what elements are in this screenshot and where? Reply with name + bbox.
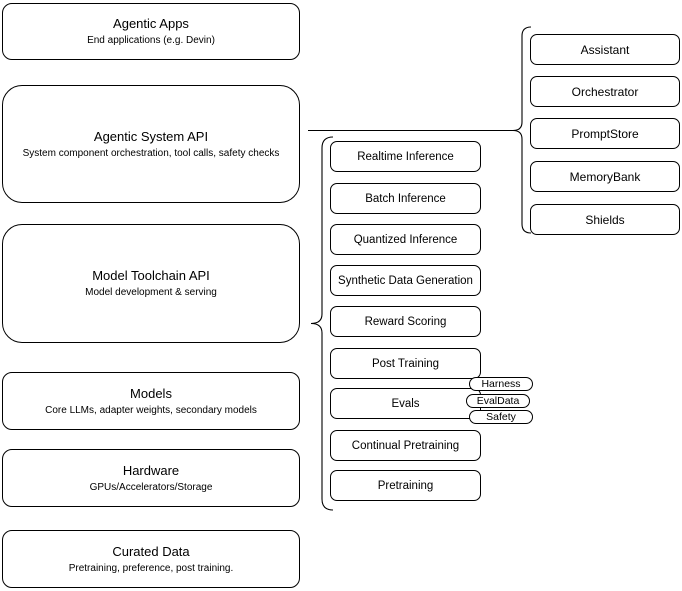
node-label: Evals	[391, 397, 420, 410]
node-shields: Shields	[530, 204, 680, 235]
node-title: Model Toolchain API	[92, 268, 210, 283]
system-components-curly-brace	[512, 26, 532, 234]
node-label: Synthetic Data Generation	[338, 274, 473, 287]
pill-evaldata: EvalData	[466, 394, 530, 408]
node-label: Shields	[585, 212, 625, 227]
node-model-toolchain-api: Model Toolchain API Model development & …	[2, 224, 300, 343]
node-label: PromptStore	[571, 126, 639, 141]
node-label: Assistant	[580, 42, 630, 57]
node-subtitle: GPUs/Accelerators/Storage	[89, 481, 213, 493]
node-assistant: Assistant	[530, 34, 680, 65]
node-realtime-inference: Realtime Inference	[330, 141, 481, 172]
node-title: Agentic System API	[93, 128, 209, 144]
pill-harness: Harness	[469, 377, 533, 391]
node-subtitle: Pretraining, preference, post training.	[68, 562, 234, 574]
node-subtitle: System component orchestration, tool cal…	[22, 147, 280, 159]
node-subtitle: Core LLMs, adapter weights, secondary mo…	[45, 404, 257, 416]
node-hardware: Hardware GPUs/Accelerators/Storage	[2, 449, 300, 507]
node-quantized-inference: Quantized Inference	[330, 224, 481, 255]
node-curated-data: Curated Data Pretraining, preference, po…	[2, 530, 300, 588]
node-subtitle: Model development & serving	[85, 287, 217, 298]
pill-label: EvalData	[476, 394, 520, 407]
node-agentic-apps: Agentic Apps End applications (e.g. Devi…	[2, 3, 300, 60]
node-label: Orchestrator	[571, 84, 639, 99]
node-orchestrator: Orchestrator	[530, 76, 680, 107]
node-reward-scoring: Reward Scoring	[330, 306, 481, 337]
node-evals: Evals	[330, 388, 481, 419]
node-title: Agentic Apps	[113, 16, 189, 31]
node-label: Post Training	[371, 357, 440, 370]
node-agentic-system-api: Agentic System API System component orch…	[2, 85, 300, 203]
node-subtitle: End applications (e.g. Devin)	[87, 35, 215, 46]
pill-safety: Safety	[469, 410, 533, 424]
node-pretraining: Pretraining	[330, 470, 481, 501]
node-title: Hardware	[122, 462, 180, 478]
node-models: Models Core LLMs, adapter weights, secon…	[2, 372, 300, 430]
node-label: Batch Inference	[365, 192, 446, 205]
node-promptstore: PromptStore	[530, 118, 680, 149]
node-title: Curated Data	[112, 543, 190, 559]
node-batch-inference: Batch Inference	[330, 183, 481, 214]
node-label: Continual Pretraining	[351, 439, 460, 452]
node-label: MemoryBank	[569, 169, 641, 184]
pill-label: Harness	[481, 377, 521, 390]
node-memorybank: MemoryBank	[530, 161, 680, 192]
node-label: Pretraining	[377, 479, 434, 492]
node-post-training: Post Training	[330, 348, 481, 379]
node-label: Reward Scoring	[364, 315, 447, 328]
node-label: Quantized Inference	[353, 233, 458, 246]
node-title: Models	[130, 385, 172, 401]
node-continual-pretraining: Continual Pretraining	[330, 430, 481, 461]
node-synthetic-data-generation: Synthetic Data Generation	[330, 265, 481, 296]
toolchain-curly-brace	[310, 136, 334, 511]
node-label: Realtime Inference	[357, 150, 454, 163]
pill-label: Safety	[486, 410, 516, 423]
